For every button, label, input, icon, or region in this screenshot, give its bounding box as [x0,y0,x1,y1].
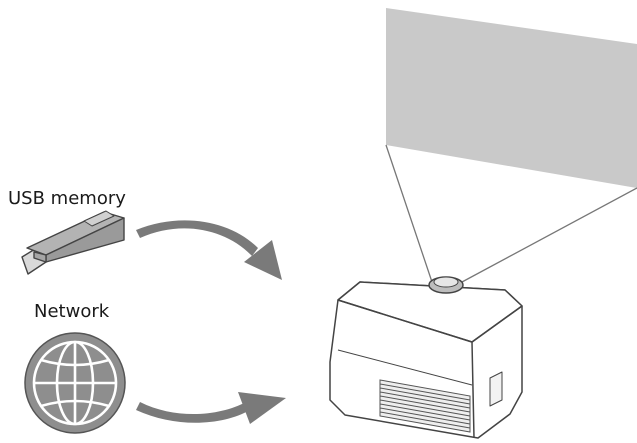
projection-ray-right [462,188,637,282]
usb-to-projector-arrow [136,220,282,280]
network-globe-icon [25,333,125,433]
projection-screen [386,8,637,188]
usb-memory-icon [22,211,124,274]
network-to-projector-arrow [136,392,286,424]
projection-ray-left [386,145,432,282]
